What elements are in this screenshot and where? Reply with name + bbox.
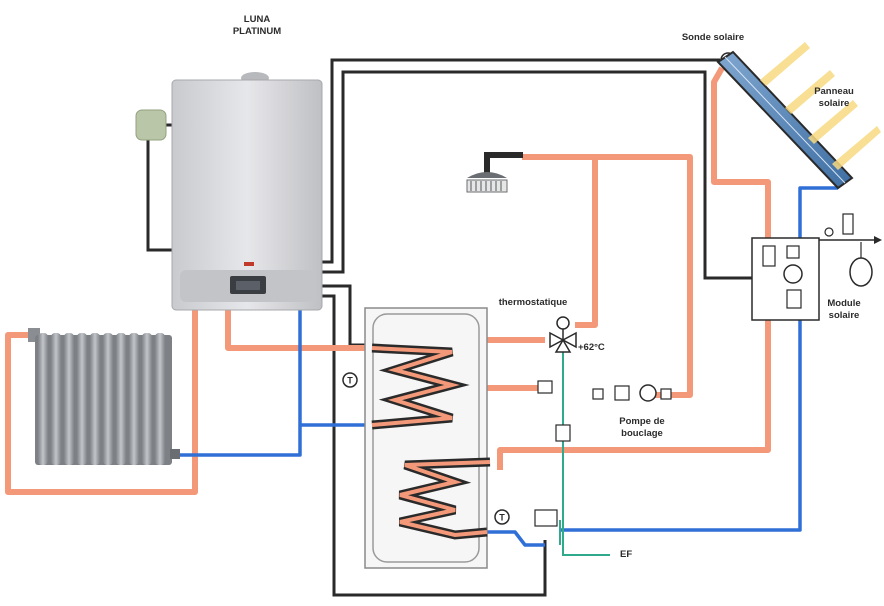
sensor-boiler — [342, 372, 358, 388]
sun-rays — [760, 42, 881, 170]
room-thermostat — [135, 109, 167, 141]
radiator-valve — [170, 449, 180, 459]
black-pipe-tank-return — [322, 294, 547, 597]
black-pipe-solar-sensor-outer — [322, 58, 720, 264]
boiler — [171, 72, 323, 311]
check-valve-recirc — [537, 380, 553, 394]
radiator — [28, 328, 180, 465]
hot-pipe-boiler-to-tank — [225, 305, 372, 351]
boiler-logo — [244, 262, 254, 266]
green-pipe-cold-supply — [562, 345, 610, 556]
solar-panel-label-line1: Panneau — [814, 86, 854, 97]
solar-panel-label-line2: solaire — [818, 98, 850, 109]
safety-valve — [555, 424, 571, 442]
cold-water-label: EF — [620, 549, 633, 560]
cold-pipe-radiator-return — [178, 305, 302, 457]
cold-pipe-tank-bottom — [487, 530, 545, 547]
expansion-vessel — [849, 242, 873, 287]
hot-pipe-shower-top — [522, 154, 693, 398]
shower-head — [466, 152, 523, 193]
hot-pipe-solar-feed — [497, 66, 771, 470]
hot-pipe-radiator-loop — [5, 305, 198, 495]
sensor-tank-bottom — [494, 509, 510, 525]
recirc-pump-label-line2: bouclage — [621, 428, 663, 439]
solar-module-label-line2: solaire — [828, 310, 860, 321]
cold-pipe-solar-return — [560, 186, 838, 532]
thermostatic-label: thermostatique — [498, 297, 568, 308]
recirc-pump-label-line1: Pompe de — [619, 416, 665, 427]
black-pipe-boiler-left — [146, 123, 175, 252]
hot-pipe-to-mixer — [575, 157, 598, 328]
recirc-components — [534, 380, 672, 527]
black-pipes — [146, 58, 755, 597]
radiator-fins — [38, 333, 165, 465]
cold-pipes — [178, 186, 838, 547]
boiler-name-line1: LUNA — [243, 14, 271, 25]
solar-module — [751, 213, 882, 321]
temperature-label: +62°C — [578, 342, 605, 353]
sensor-boiler-label: T — [347, 376, 353, 386]
safety-group — [824, 213, 854, 237]
hot-pipes — [5, 66, 771, 495]
solar-sensor-label: Sonde solaire — [681, 32, 745, 43]
tank-upper-coil-hot — [371, 346, 460, 427]
expansion-fitting — [534, 509, 558, 527]
black-pipe-solar-sensor-inner — [322, 70, 755, 280]
thermostatic-valve — [549, 316, 577, 353]
boiler-name-line2: PLATINUM — [232, 26, 282, 37]
solar-pump — [783, 264, 803, 284]
tank-lower-coil-hot — [399, 460, 491, 538]
water-supply-pipes — [559, 345, 610, 556]
solar-module-label-line1: Module — [827, 298, 861, 309]
storage-tank — [364, 307, 491, 569]
sensor-tank-bottom-label: T — [499, 513, 505, 523]
recirc-pump — [639, 384, 657, 402]
solar-panel — [716, 50, 854, 190]
